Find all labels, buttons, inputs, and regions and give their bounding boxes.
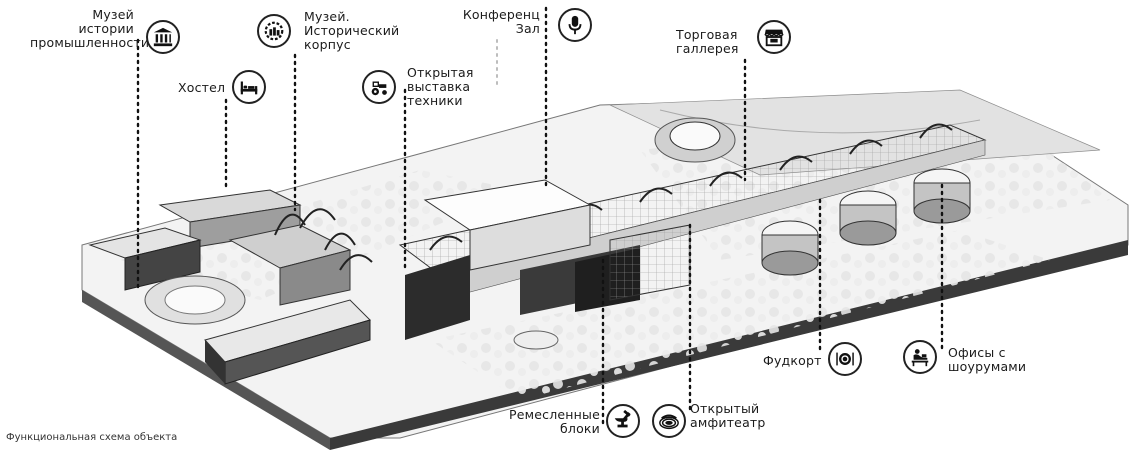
label-crafts: Ремесленные блоки: [508, 407, 600, 436]
anvil-hammer-icon: [606, 404, 640, 438]
label-trade-gallery: Торговая галлерея: [676, 27, 739, 56]
label-open-exhibition: Открытая выставка техники: [407, 65, 474, 108]
label-hostel: Хостел: [178, 80, 226, 95]
plate-cutlery-icon: [828, 342, 862, 376]
label-museum-historic: Музей. Исторический корпус: [304, 9, 400, 52]
market-stall-icon: [757, 20, 791, 54]
factory-gear-icon: [257, 14, 291, 48]
tractor-icon: [362, 70, 396, 104]
label-amphitheatre: Открытый амфитеатр: [690, 401, 766, 430]
amphitheatre-icon: [652, 404, 686, 438]
museum-columns-icon: [146, 20, 180, 54]
bed-icon: [232, 70, 266, 104]
caption: Функциональная схема объекта: [6, 432, 178, 443]
label-museum-industry: Музей истории промышленности: [30, 7, 150, 50]
microphone-icon: [558, 8, 592, 42]
desk-person-icon: [903, 340, 937, 374]
label-conference: Конференц Зал: [462, 7, 540, 36]
label-offices: Офисы с шоурумами: [948, 345, 1027, 374]
label-foodcourt: Фудкорт: [763, 353, 822, 368]
